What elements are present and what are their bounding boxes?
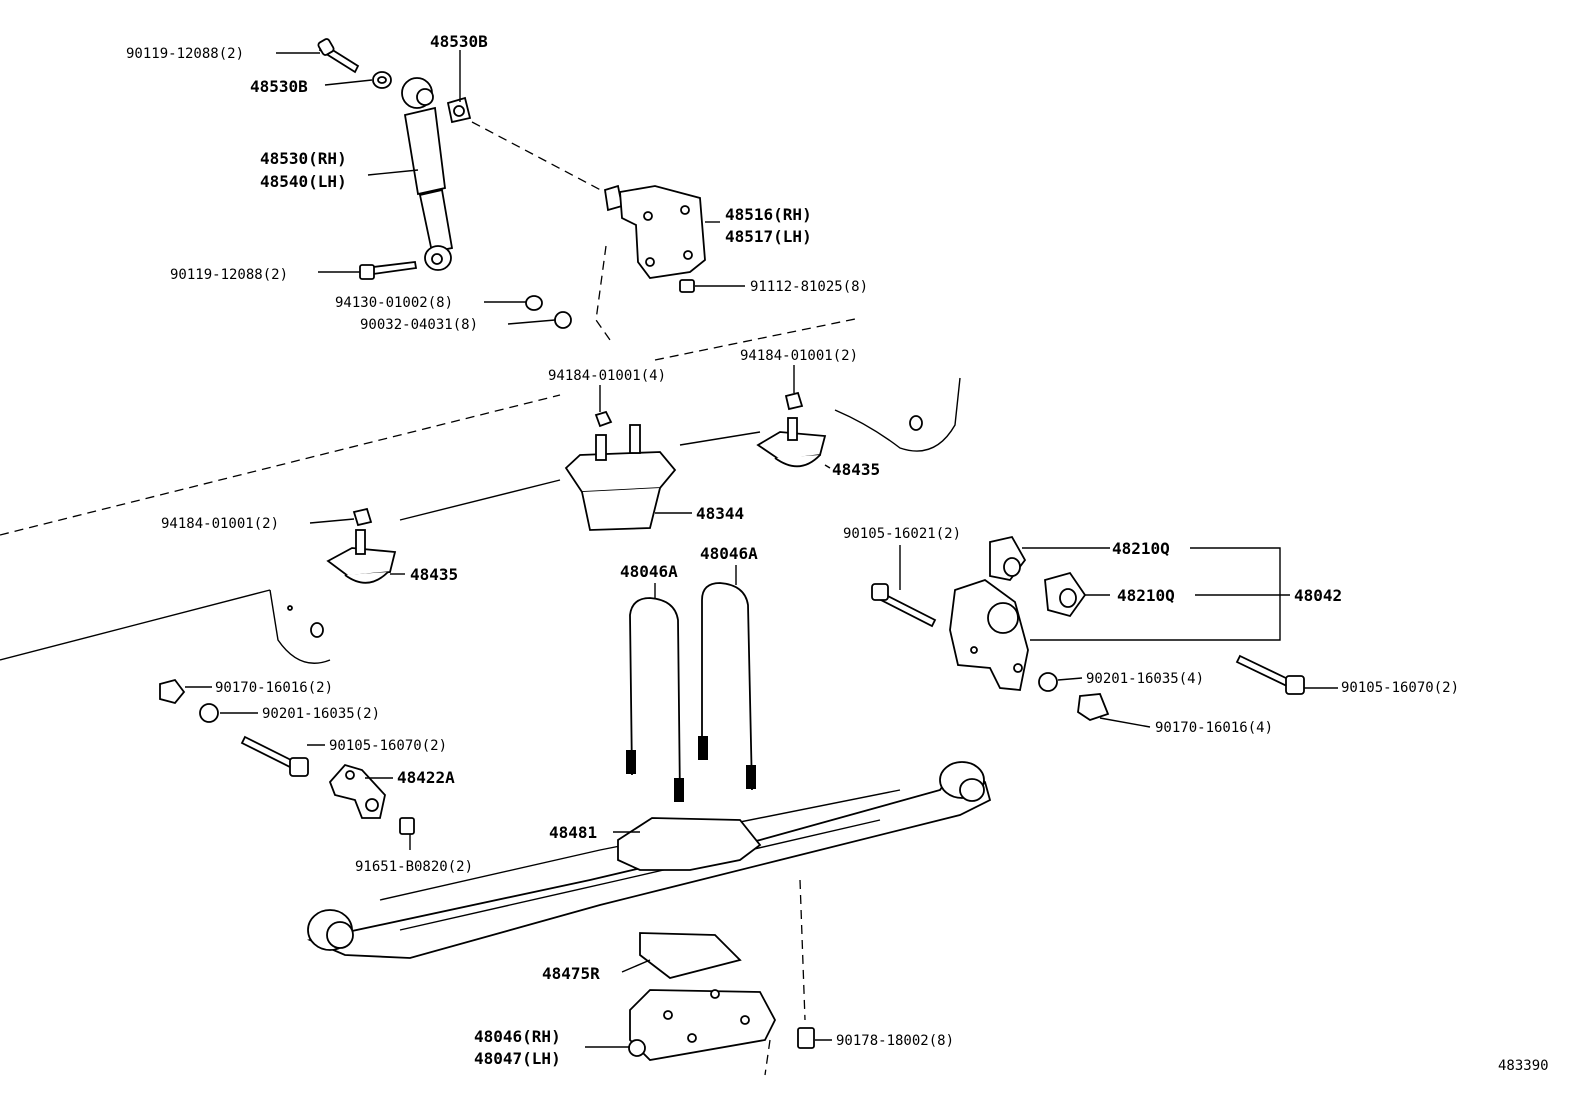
label-nut-right: 94184-01001(2) [740,348,858,364]
label-bracket-lh: 48517(LH) [725,227,812,246]
label-bolt-top: 90119-12088(2) [126,46,244,62]
label-seat-rh: 48046(RH) [474,1027,561,1046]
label-shock-rh: 48530(RH) [260,149,347,168]
label-washer-left2: 90201-16035(2) [262,706,380,722]
label-bolt-left2: 90105-16070(2) [329,738,447,754]
label-shock-lh: 48540(LH) [260,172,347,191]
label-bumper-right: 48435 [832,460,880,479]
hanger-parts [159,678,415,835]
label-nut-a: 94130-01002(8) [335,295,453,311]
label-bumper-center: 48344 [696,504,744,523]
label-bush-lower: 48210Q [1117,586,1175,605]
label-bush-upper: 48210Q [1112,539,1170,558]
label-washer-top: 48530B [430,32,488,51]
label-washer-right2: 90201-16035(4) [1086,671,1204,687]
label-nut-left: 94184-01001(2) [161,516,279,532]
label-nut-center: 94184-01001(4) [548,368,666,384]
label-nut-bottom: 90178-18002(8) [836,1033,954,1049]
label-bolt-bracket: 91112-81025(8) [750,279,868,295]
label-hanger: 48422A [397,768,455,787]
bump-stopper-right [756,391,827,468]
label-nut-left2: 90170-16016(2) [215,680,333,696]
label-washer-a: 90032-04031(8) [360,317,478,333]
label-seat-lh: 48047(LH) [474,1049,561,1068]
u-bolts [626,582,756,802]
label-bracket-rh: 48516(RH) [725,205,812,224]
label-shackle: 48042 [1294,586,1342,605]
label-bumper-left: 48435 [410,565,458,584]
label-spacer: 48481 [549,823,597,842]
bump-stopper-left [326,507,397,584]
label-bolt-right2: 90105-16070(2) [1341,680,1459,696]
label-nut-right2: 90170-16016(4) [1155,720,1273,736]
label-ubolt-right: 48046A [700,544,758,563]
leader-lines [185,50,1338,1048]
label-pad: 48475R [542,964,600,983]
label-washer-top2: 48530B [250,77,308,96]
label-bolt-hanger: 91651-B0820(2) [355,859,473,875]
callout-labels: 90119-12088(2) 48530B 48530B 48530(RH) 4… [126,32,1549,1074]
label-bolt-shackle: 90105-16021(2) [843,526,961,542]
label-ubolt-left: 48046A [620,562,678,581]
leaf-spring [307,761,992,1076]
shackle-assembly [871,535,1305,721]
bump-stopper-center [564,410,677,531]
shock-absorber [317,38,472,280]
shock-bracket [471,121,706,341]
label-bolt-lower: 90119-12088(2) [170,267,288,283]
figure-code: 483390 [1498,1058,1549,1074]
frame-outline [0,317,961,664]
